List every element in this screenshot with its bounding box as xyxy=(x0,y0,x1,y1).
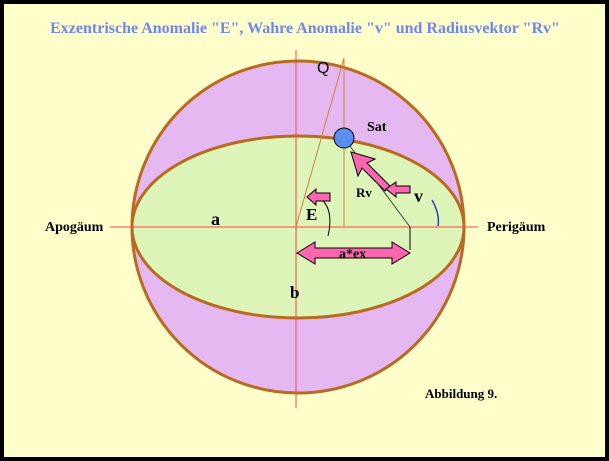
label-perigee: Perigäum xyxy=(487,220,546,235)
angle-v-arc xyxy=(431,199,440,227)
angle-e-arrow xyxy=(306,187,331,207)
figure-caption: Abbildung 9. xyxy=(425,386,497,401)
label-aex: a*ex xyxy=(339,247,366,262)
diagram-title: Exzentrische Anomalie "E", Wahre Anomali… xyxy=(50,20,560,37)
label-e: E xyxy=(306,205,317,224)
label-rv: Rv xyxy=(356,185,372,200)
label-v: v xyxy=(414,186,423,206)
label-sat: Sat xyxy=(367,120,387,135)
label-q: Q xyxy=(317,60,329,77)
label-b: b xyxy=(290,283,299,302)
label-a: a xyxy=(211,209,220,229)
eccentricity-arrow xyxy=(296,241,411,265)
label-apogee: Apogäum xyxy=(45,220,104,235)
eccentric-radius-line xyxy=(295,57,345,228)
angle-v-arrow xyxy=(385,181,411,199)
satellite-dot xyxy=(333,127,355,149)
